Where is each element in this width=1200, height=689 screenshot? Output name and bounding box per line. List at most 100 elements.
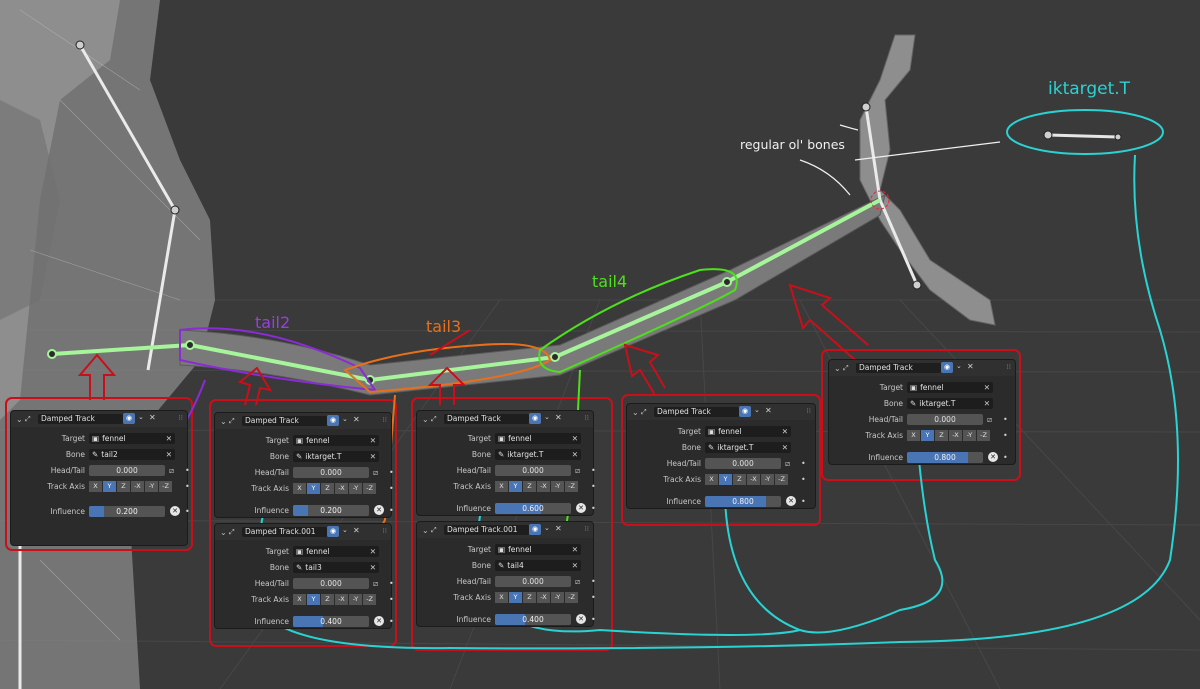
- influence-slider[interactable]: 0.800: [705, 496, 781, 507]
- head-tail-field[interactable]: 0.000: [293, 578, 369, 589]
- keyframe-dot-icon[interactable]: •: [389, 484, 394, 493]
- head-tail-field[interactable]: 0.000: [907, 414, 983, 425]
- axis-option[interactable]: -Y: [145, 481, 158, 492]
- constraint-name-field[interactable]: Damped Track.001: [242, 527, 327, 537]
- axis-option[interactable]: X: [495, 592, 508, 603]
- clear-icon[interactable]: ✕: [781, 427, 788, 436]
- bone-field[interactable]: ✎tail2✕: [89, 449, 175, 460]
- target-field[interactable]: ▣fennel✕: [293, 546, 379, 557]
- axis-option[interactable]: X: [293, 483, 306, 494]
- close-icon[interactable]: ✕: [765, 406, 772, 415]
- axis-option[interactable]: Y: [307, 483, 320, 494]
- head-tail-field[interactable]: 0.000: [89, 465, 165, 476]
- target-field[interactable]: ▣fennel✕: [907, 382, 993, 393]
- target-field[interactable]: ▣fennel✕: [89, 433, 175, 444]
- keyframe-dot-icon[interactable]: •: [389, 579, 394, 588]
- axis-option[interactable]: X: [907, 430, 920, 441]
- dropdown-chevron-icon[interactable]: ⌄: [544, 524, 550, 532]
- close-icon[interactable]: ✕: [555, 413, 562, 422]
- eye-icon[interactable]: ◉: [327, 415, 339, 426]
- head-tail-field[interactable]: 0.000: [495, 465, 571, 476]
- clear-icon[interactable]: ✕: [571, 561, 578, 570]
- keyframe-dot-icon[interactable]: •: [389, 595, 394, 604]
- eye-icon[interactable]: ◉: [529, 413, 541, 424]
- keyframe-dot-icon[interactable]: •: [801, 475, 806, 484]
- axis-option[interactable]: -X: [335, 594, 348, 605]
- keyframe-dot-icon[interactable]: •: [591, 577, 596, 586]
- influence-slider[interactable]: 0.200: [89, 506, 165, 517]
- influence-slider[interactable]: 0.800: [907, 452, 983, 463]
- eye-icon[interactable]: ◉: [739, 406, 751, 417]
- clear-icon[interactable]: ✕: [369, 563, 376, 572]
- axis-option[interactable]: -Y: [349, 594, 362, 605]
- target-field[interactable]: ▣fennel✕: [705, 426, 791, 437]
- axis-option[interactable]: -Y: [963, 430, 976, 441]
- target-field[interactable]: ▣fennel✕: [293, 435, 379, 446]
- keyframe-dot-icon[interactable]: •: [591, 504, 596, 513]
- keyframe-dot-icon[interactable]: •: [801, 497, 806, 506]
- constraint-name-field[interactable]: Damped Track: [654, 407, 739, 417]
- drag-handle-icon[interactable]: ⁞⁞: [178, 414, 183, 422]
- keyframe-dot-icon[interactable]: •: [591, 466, 596, 475]
- close-icon[interactable]: ✕: [555, 524, 562, 533]
- keyframe-dot-icon[interactable]: •: [801, 459, 806, 468]
- axis-option[interactable]: X: [495, 481, 508, 492]
- collapse-chevron-icon[interactable]: ⌄: [422, 526, 429, 535]
- clear-icon[interactable]: ✕: [571, 450, 578, 459]
- keyframe-dot-icon[interactable]: •: [185, 507, 190, 516]
- keyframe-dot-icon[interactable]: •: [591, 615, 596, 624]
- bbone-icon[interactable]: ⧄: [575, 577, 581, 586]
- axis-option[interactable]: -Z: [363, 594, 376, 605]
- drag-handle-icon[interactable]: ⁞⁞: [382, 416, 387, 424]
- bbone-icon[interactable]: ⧄: [785, 459, 791, 468]
- axis-option[interactable]: Y: [921, 430, 934, 441]
- axis-option[interactable]: -X: [131, 481, 144, 492]
- keyframe-dot-icon[interactable]: •: [1003, 453, 1008, 462]
- bbone-icon[interactable]: ⧄: [575, 466, 581, 475]
- axis-option[interactable]: Z: [523, 592, 536, 603]
- axis-option[interactable]: -X: [537, 592, 550, 603]
- drag-handle-icon[interactable]: ⁞⁞: [584, 525, 589, 533]
- bone-field[interactable]: ✎iktarget.T✕: [705, 442, 791, 453]
- keyframe-dot-icon[interactable]: •: [591, 482, 596, 491]
- keyframe-dot-icon[interactable]: •: [389, 506, 394, 515]
- close-icon[interactable]: ✕: [353, 415, 360, 424]
- dropdown-chevron-icon[interactable]: ⌄: [754, 406, 760, 414]
- clear-icon[interactable]: ✕: [369, 547, 376, 556]
- axis-option[interactable]: -Z: [775, 474, 788, 485]
- keyframe-dot-icon[interactable]: •: [1003, 415, 1008, 424]
- collapse-chevron-icon[interactable]: ⌄: [632, 408, 639, 417]
- axis-option[interactable]: Y: [307, 594, 320, 605]
- drag-handle-icon[interactable]: ⁞⁞: [584, 414, 589, 422]
- clear-icon[interactable]: ✕: [983, 383, 990, 392]
- axis-option[interactable]: -Z: [363, 483, 376, 494]
- axis-option[interactable]: -Y: [551, 481, 564, 492]
- axis-option[interactable]: -X: [335, 483, 348, 494]
- axis-option[interactable]: Z: [321, 483, 334, 494]
- clear-icon[interactable]: ✕: [165, 434, 172, 443]
- influence-slider[interactable]: 0.400: [495, 614, 571, 625]
- clear-icon[interactable]: ✕: [983, 399, 990, 408]
- eye-icon[interactable]: ◉: [529, 524, 541, 535]
- axis-option[interactable]: Z: [935, 430, 948, 441]
- drag-handle-icon[interactable]: ⁞⁞: [806, 407, 811, 415]
- eye-icon[interactable]: ◉: [327, 526, 339, 537]
- axis-option[interactable]: Z: [523, 481, 536, 492]
- disable-keep-icon[interactable]: ✕: [786, 496, 796, 506]
- keyframe-dot-icon[interactable]: •: [389, 617, 394, 626]
- dropdown-chevron-icon[interactable]: ⌄: [138, 413, 144, 421]
- bone-field[interactable]: ✎tail4✕: [495, 560, 581, 571]
- constraint-name-field[interactable]: Damped Track: [444, 414, 529, 424]
- axis-option[interactable]: -Z: [565, 481, 578, 492]
- collapse-chevron-icon[interactable]: ⌄: [422, 415, 429, 424]
- bone-field[interactable]: ✎tail3✕: [293, 562, 379, 573]
- head-tail-field[interactable]: 0.000: [293, 467, 369, 478]
- clear-icon[interactable]: ✕: [571, 545, 578, 554]
- collapse-chevron-icon[interactable]: ⌄: [16, 415, 23, 424]
- target-field[interactable]: ▣fennel✕: [495, 433, 581, 444]
